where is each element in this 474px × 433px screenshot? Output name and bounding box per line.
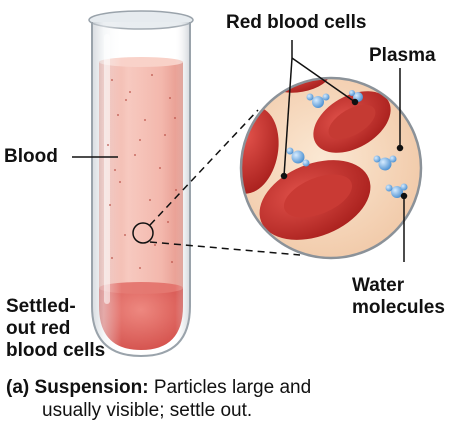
magnified-view (239, 76, 423, 260)
caption-line-1: (a) Suspension: Particles large and (6, 376, 311, 399)
red-blood-cell (259, 160, 371, 240)
sample-circle (132, 222, 154, 244)
label-plasma: Plasma (369, 45, 436, 66)
leader-lines (72, 40, 408, 262)
label-water-line2: molecules (352, 297, 445, 318)
caption-part: (a) (6, 377, 30, 398)
caption-line-2: usually visible; settle out. (42, 400, 253, 421)
water-molecule (306, 93, 330, 108)
label-settled-line1: Settled- (6, 296, 76, 317)
water-molecule (286, 147, 310, 167)
figure-caption: (a) Suspension: Particles large and usua… (6, 376, 311, 422)
test-tube (88, 10, 194, 358)
caption-line1-text: Particles large and (153, 377, 312, 398)
label-settled-line3: blood cells (6, 340, 106, 361)
label-red-blood-cells: Red blood cells (226, 12, 367, 33)
label-water-line1: Water (352, 275, 405, 296)
suspended-cell-dots (107, 74, 177, 269)
label-settled-line2: out red (6, 318, 71, 339)
caption-term: Suspension: (34, 377, 149, 398)
label-blood: Blood (4, 146, 58, 167)
water-molecule (385, 183, 408, 198)
zoom-line-top (149, 109, 259, 226)
red-blood-cell (313, 91, 391, 153)
zoom-line-bottom (149, 241, 301, 256)
water-molecule (373, 155, 397, 171)
